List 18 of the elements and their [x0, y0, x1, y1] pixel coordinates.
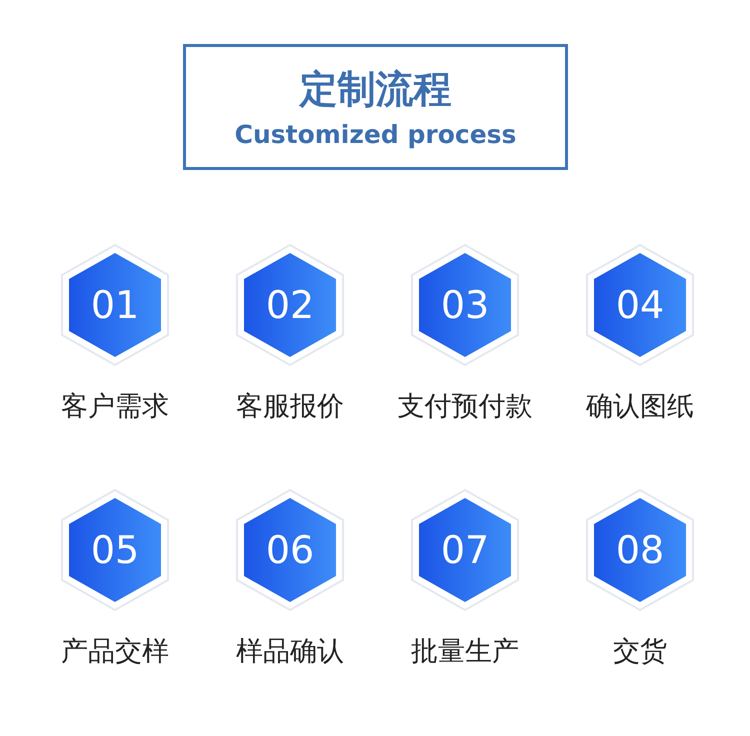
step-number: 06 [264, 528, 316, 572]
step-number: 08 [614, 528, 666, 572]
step-number: 05 [90, 528, 140, 572]
step-label: 确认图纸 [586, 390, 694, 424]
step-label: 样品确认 [236, 635, 344, 669]
step-number: 02 [264, 283, 316, 327]
step-label: 产品交样 [61, 635, 169, 669]
step-label: 支付预付款 [398, 390, 532, 424]
step-label: 客服报价 [236, 390, 344, 424]
step-label: 客户需求 [61, 390, 169, 424]
step-number: 04 [614, 283, 666, 327]
title: 定制流程 [298, 66, 452, 113]
step-number: 03 [440, 283, 490, 327]
step-label: 批量生产 [411, 635, 519, 669]
step-label: 交货 [613, 635, 667, 669]
step-number: 07 [440, 528, 490, 572]
subtitle: Customized process [234, 120, 518, 149]
step-number: 01 [90, 283, 140, 327]
